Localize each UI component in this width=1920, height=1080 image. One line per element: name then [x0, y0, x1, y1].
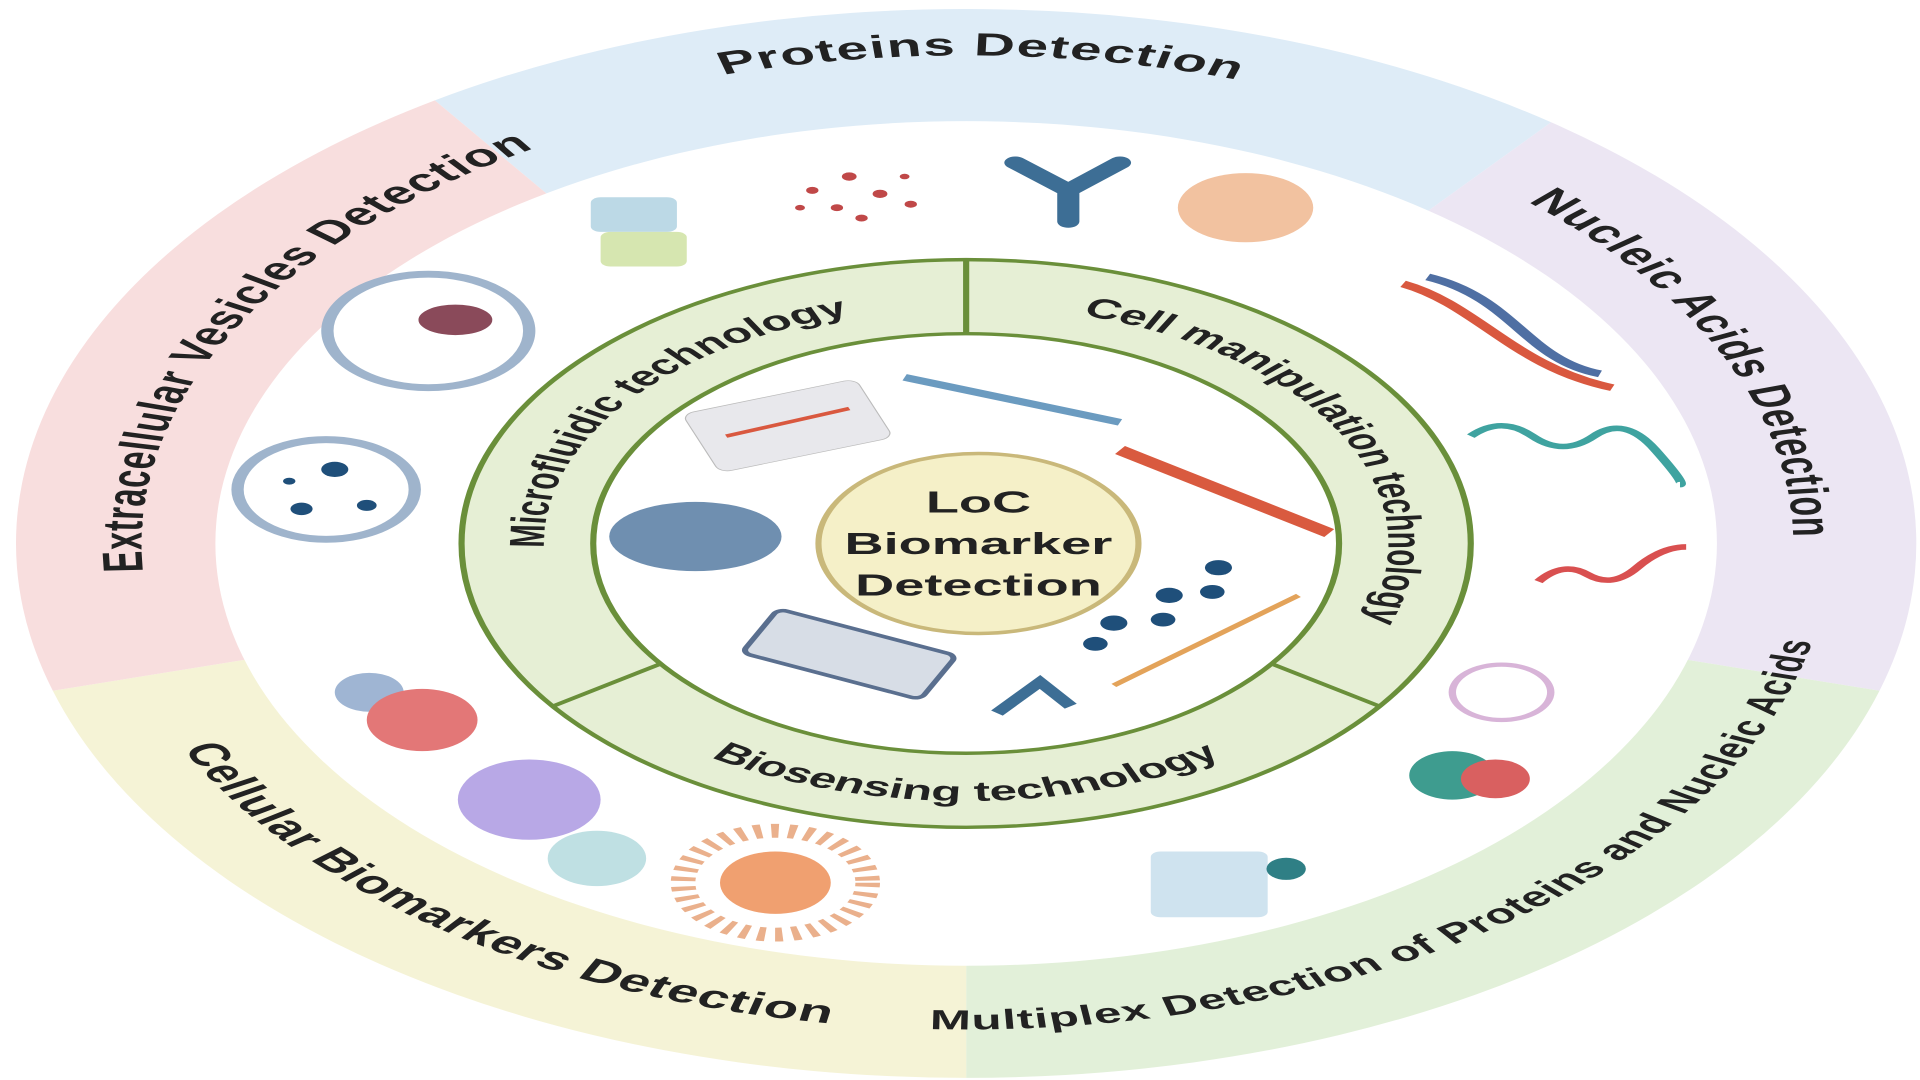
- antibody-icon: [1004, 156, 1132, 228]
- ring-divider: [551, 662, 663, 708]
- molecule-probe-icon: [1448, 662, 1555, 723]
- ring-divider: [1269, 662, 1382, 708]
- antibody-sensor-icon: [991, 674, 1077, 716]
- exosome-cargo: [418, 304, 493, 336]
- protein-structure-icon: [590, 197, 677, 232]
- virus-cell-icon: [670, 823, 881, 942]
- exosome-icon: [321, 270, 536, 392]
- multiplex-icons: [1150, 662, 1555, 918]
- ev-icons: [231, 270, 536, 543]
- center-title-line2: Biomarker: [845, 527, 1113, 561]
- aptamer-array-icon: [1083, 560, 1232, 651]
- cellular-icons: [334, 672, 881, 942]
- sector-cellular: [52, 657, 967, 1078]
- complex-icon-2: [1460, 759, 1530, 799]
- protein-icons: [590, 156, 1314, 267]
- center-title-line3: Detection: [855, 568, 1102, 602]
- center-title-line1: LoC: [926, 485, 1031, 519]
- sector-multiplex: [966, 657, 1880, 1078]
- technology-icons: [609, 374, 1335, 716]
- rna-strand-icon-2: [1534, 544, 1687, 584]
- ring-dividers: [551, 259, 1382, 708]
- vesicle-icon: [231, 436, 421, 543]
- center-circle: [815, 451, 1142, 636]
- sector-ev: [15, 100, 554, 691]
- dna-helix-icon: [1400, 280, 1615, 391]
- virus-core: [720, 851, 831, 914]
- cell-icon-2: [547, 830, 647, 887]
- tumor-cell-icon: [366, 688, 478, 752]
- rna-strand-icon: [1466, 423, 1686, 488]
- chip-channel: [725, 406, 851, 438]
- cell-manipulation-tool-icon: [1115, 446, 1335, 538]
- biosensor-cartridge-icon: [741, 608, 957, 700]
- dna-probe-icon: [902, 374, 1123, 426]
- protein-structure-icon-2: [600, 231, 687, 267]
- protein-aggregate-icon: [1177, 173, 1314, 243]
- detection-chip-icon: [1150, 851, 1268, 918]
- white-blood-cell-icon: [457, 759, 601, 840]
- nucleic-acid-icons: [1400, 273, 1687, 584]
- probe-bead-icon: [1266, 857, 1306, 880]
- device-icon: [609, 501, 782, 572]
- dna-helix-strand: [1425, 273, 1603, 378]
- microfluidic-chip-icon: [684, 380, 891, 472]
- electrode-surface-icon: [1111, 593, 1301, 687]
- vesicle-cargo: [283, 461, 377, 516]
- protein-particles-icon: [795, 172, 917, 222]
